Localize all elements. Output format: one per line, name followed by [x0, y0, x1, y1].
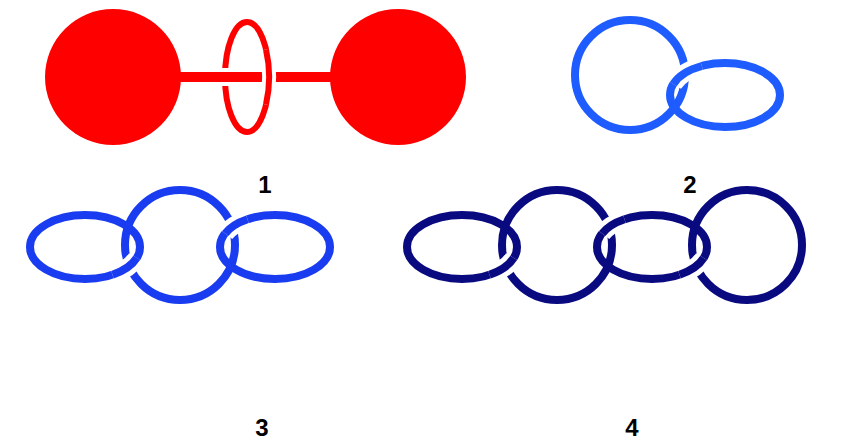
crossing-gap	[266, 50, 269, 105]
dumbbell-bar	[178, 72, 262, 82]
crossing-gap	[673, 66, 702, 84]
ring	[692, 190, 802, 300]
ring	[225, 219, 247, 233]
crossing-gap	[680, 258, 704, 275]
ring	[113, 258, 137, 275]
crossing-gap	[178, 68, 262, 86]
chain-figure	[407, 190, 802, 300]
ring	[575, 20, 685, 130]
crossing-gap	[225, 219, 247, 233]
callout-number: 1	[258, 173, 271, 197]
ring	[490, 258, 514, 275]
dumbbell-ball	[45, 9, 181, 145]
ring	[602, 219, 624, 233]
dumbbell-figure	[45, 9, 466, 145]
crossing-gap	[602, 219, 624, 233]
hopf-link-figure	[575, 20, 780, 130]
ring	[125, 190, 235, 300]
crossing-gap	[113, 258, 137, 275]
callout-number: 4	[625, 416, 638, 440]
ring	[680, 258, 704, 275]
crossing-gap	[490, 258, 514, 275]
callout-number: 3	[255, 416, 268, 440]
callout-number: 2	[683, 173, 696, 197]
dumbbell-ball	[330, 9, 466, 145]
ring	[670, 63, 780, 127]
ring	[502, 190, 612, 300]
chain-figure	[30, 190, 330, 300]
ring	[673, 66, 702, 84]
ring	[266, 50, 269, 105]
